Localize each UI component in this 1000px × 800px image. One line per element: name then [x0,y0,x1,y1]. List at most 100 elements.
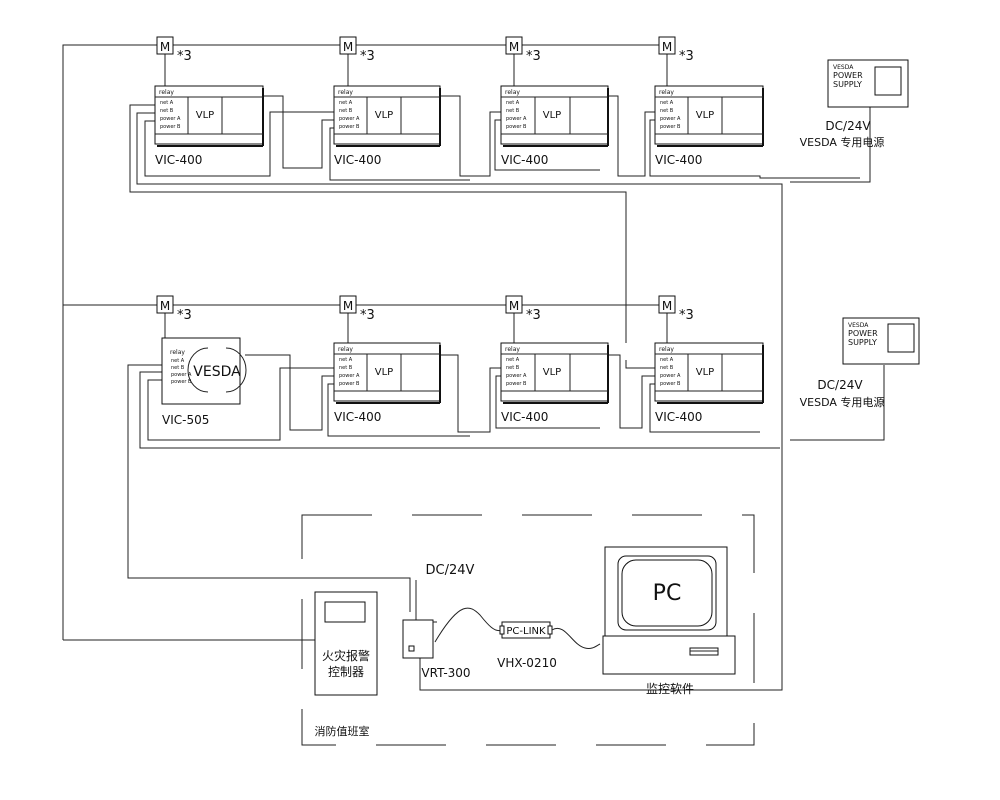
module-label: M [509,40,519,54]
model-label: VIC-400 [655,410,702,424]
vrt-300-unit: DC/24V VRT-300 [402,563,475,680]
module-qty: *3 [177,49,192,64]
module-row1-1: M *3 [156,36,192,64]
relay-label: relay [159,89,174,96]
model-label: VIC-400 [334,410,381,424]
model-label: VIC-400 [334,153,381,167]
terminal-power-b: power B [339,124,360,130]
terminal-net-a: net A [339,100,353,106]
device-row2-2: relay net A net B power A power B VLP VI… [333,342,441,424]
pclink-label: PC-LINK [506,626,546,637]
terminal-power-b: power B [660,381,681,387]
pc-caption: 监控软件 [646,682,694,696]
core-label: VLP [196,110,214,121]
module-qty: *3 [526,308,541,323]
module-row1-4: M *3 [658,36,694,64]
module-qty: *3 [679,308,694,323]
ps-caption-voltage: DC/24V [825,119,871,133]
module-row2-3: M *3 [505,295,541,323]
core-label: VLP [543,367,561,378]
terminal-net-b: net B [339,108,353,114]
terminal-power-a: power A [160,116,181,122]
module-label: M [343,40,353,54]
device-row1-4: relay net A net B power A power B VLP VI… [654,85,764,167]
ps-caption-purpose: VESDA 专用电源 [800,395,885,409]
terminal-net-b: net B [660,108,674,114]
device-row1-3: relay net A net B power A power B VLP VI… [500,85,609,167]
terminal-power-a: power A [171,372,192,378]
module-label: M [343,299,353,313]
room-label: 消防值班室 [315,724,370,738]
terminal-net-a: net A [339,357,353,363]
core-label: VESDA [193,364,241,380]
relay-label: relay [338,346,353,353]
module-qty: *3 [679,49,694,64]
terminal-net-a: net A [171,358,185,364]
terminal-power-a: power A [339,373,360,379]
terminal-net-a: net A [660,357,674,363]
model-label: VIC-400 [501,153,548,167]
relay-label: relay [505,89,520,96]
terminal-power-b: power B [160,124,181,130]
module-qty: *3 [360,308,375,323]
terminal-power-a: power A [506,373,527,379]
terminal-power-a: power A [506,116,527,122]
device-row2-1-vesda: relay net A net B power A power B VESDA … [161,337,247,427]
core-label: VLP [696,110,714,121]
terminal-power-b: power B [506,381,527,387]
ps-label-line2: POWER [848,329,878,338]
terminal-net-a: net A [506,100,520,106]
module-qty: *3 [360,49,375,64]
relay-label: relay [170,349,185,356]
dc-label: DC/24V [426,563,475,578]
ps-caption-purpose: VESDA 专用电源 [800,135,885,149]
pc-screen-label: PC [653,581,682,606]
terminal-power-b: power B [339,381,360,387]
module-label: M [662,40,672,54]
terminal-power-b: power B [506,124,527,130]
terminal-power-b: power B [660,124,681,130]
terminal-power-a: power A [660,373,681,379]
module-row2-4: M *3 [658,295,694,323]
relay-label: relay [338,89,353,96]
module-label: M [509,299,519,313]
relay-label: relay [659,346,674,353]
module-label: M [160,299,170,313]
terminal-net-b: net B [660,365,674,371]
module-row2-2: M *3 [339,295,375,323]
relay-label: relay [505,346,520,353]
ps-label-line3: SUPPLY [848,338,877,347]
module-qty: *3 [177,308,192,323]
panel-label-line2: 控制器 [328,665,364,679]
terminal-net-b: net B [506,365,520,371]
vhx-label: VHX-0210 [497,656,557,670]
pc-computer: PC 监控软件 [602,546,736,696]
device-row1-1: relay net A net B power A power B VLP VI… [154,85,264,167]
panel-label-line1: 火灾报警 [322,648,370,663]
module-label: M [160,40,170,54]
model-label: VIC-400 [501,410,548,424]
module-qty: *3 [526,49,541,64]
fire-alarm-panel: 火灾报警 控制器 [314,591,378,696]
core-label: VLP [375,367,393,378]
model-label: VIC-400 [155,153,202,167]
terminal-power-b: power B [171,379,192,385]
power-supply-2: VESDA POWER SUPPLY DC/24V VESDA 专用电源 [800,317,920,409]
pc-link-adapter: PC-LINK VHX-0210 [497,621,557,670]
terminal-net-b: net B [160,108,174,114]
control-room: 消防值班室 火灾报警 控制器 DC/24V VRT-300 PC-LINK VH… [301,514,755,746]
ps-label-line3: SUPPLY [833,80,862,89]
model-label: VIC-400 [655,153,702,167]
terminal-net-b: net B [171,365,185,371]
module-label: M [662,299,672,313]
relay-label: relay [659,89,674,96]
terminal-net-a: net A [160,100,174,106]
module-row1-2: M *3 [339,36,375,64]
terminal-net-b: net B [339,365,353,371]
terminal-net-a: net A [660,100,674,106]
model-label: VIC-505 [162,413,209,427]
power-supply-1: VESDA POWER SUPPLY DC/24V VESDA 专用电源 [800,59,909,149]
device-row1-2: relay net A net B power A power B VLP VI… [333,85,441,167]
terminal-power-a: power A [339,116,360,122]
